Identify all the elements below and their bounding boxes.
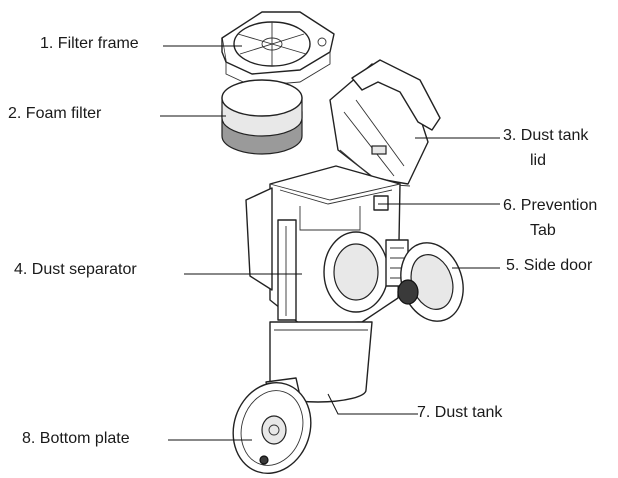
label-side-door: 5. Side door bbox=[506, 255, 592, 277]
label-foam-filter: 2. Foam filter bbox=[8, 103, 101, 125]
dust-separator-part bbox=[246, 166, 400, 324]
side-door-part bbox=[386, 235, 473, 330]
prevention-tab-part bbox=[374, 196, 388, 210]
label-prevention-tab-line1: 6. Prevention bbox=[503, 195, 597, 217]
filter-frame-part bbox=[222, 12, 334, 86]
label-dust-tank: 7. Dust tank bbox=[417, 402, 502, 424]
dust-tank-lid-part bbox=[330, 60, 440, 186]
label-filter-frame: 1. Filter frame bbox=[40, 33, 139, 55]
label-dust-tank-lid-line2: lid bbox=[530, 150, 546, 172]
label-prevention-tab-line2: Tab bbox=[530, 220, 556, 242]
label-dust-separator: 4. Dust separator bbox=[14, 259, 137, 281]
foam-filter-part bbox=[222, 80, 302, 154]
label-dust-tank-lid-line1: 3. Dust tank bbox=[503, 125, 588, 147]
label-bottom-plate: 8. Bottom plate bbox=[22, 428, 130, 450]
